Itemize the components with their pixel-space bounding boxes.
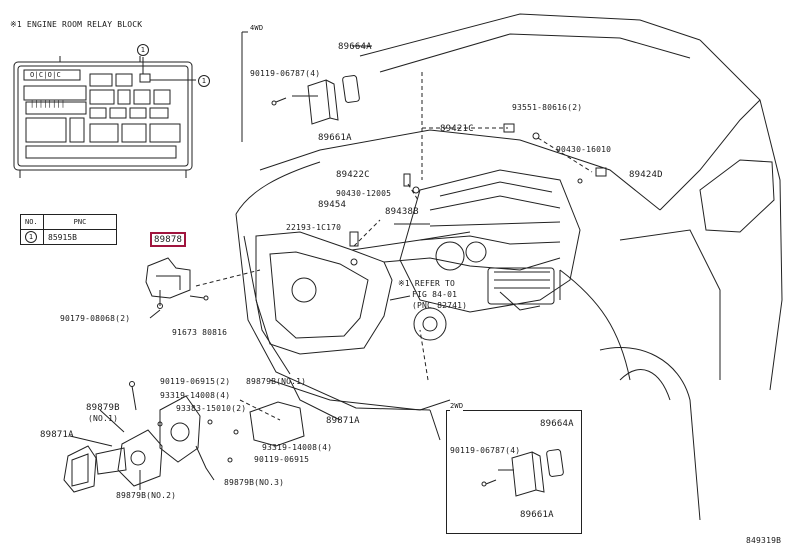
figure-code: 849319B (746, 536, 782, 545)
ecu-top-drawing (271, 75, 360, 125)
legend-row-no: 1 (20, 229, 44, 245)
variant-2wd-box (446, 410, 582, 534)
relay-block-drawing (13, 56, 196, 178)
relay-block-fuse-row: O|C|O|C (30, 71, 61, 79)
part-89421C[interactable]: 89421C (440, 124, 474, 134)
legend-header-no: NO. (20, 214, 44, 230)
legend-table: NO. PNC 1 85915B (20, 214, 117, 245)
part-90119-06787-top[interactable]: 90119-06787(4) (250, 69, 321, 78)
part-90119-06787-bottom[interactable]: 90119-06787(4) (450, 446, 521, 455)
legend-row: 1 85915B (20, 229, 117, 245)
part-89661A-top[interactable]: 89661A (318, 133, 352, 143)
part-89664A-top[interactable]: 89664A (338, 42, 372, 52)
legend-header-pnc: PNC (43, 214, 117, 230)
part-89879B-no3[interactable]: 89879B(NO.3) (224, 478, 285, 487)
variant-2wd: 2WD (450, 402, 464, 411)
callout-1-top: 1 (137, 44, 149, 56)
part-90119-06915-2[interactable]: 90119-06915(2) (160, 377, 231, 386)
refer-note-line1: ※1 REFER TO (398, 279, 456, 288)
part-93551-80616[interactable]: 93551-80616(2) (512, 103, 583, 112)
part-89424D[interactable]: 89424D (629, 170, 663, 180)
part-89879B-left[interactable]: 89879B (86, 403, 120, 413)
part-93319-14008-b[interactable]: 93319-14008(4) (262, 443, 333, 452)
part-89664A-bottom[interactable]: 89664A (540, 419, 574, 429)
part-90179-08068[interactable]: 90179-08068(2) (60, 314, 131, 323)
engine-drawing (389, 169, 581, 341)
part-93319-14008-a[interactable]: 93319-14008(4) (160, 391, 231, 400)
part-22193-1C170[interactable]: 22193-1C170 (286, 223, 342, 232)
part-89878[interactable]: 89878 (154, 235, 183, 245)
part-89879B-left-no[interactable]: (NO.1) (88, 414, 119, 423)
part-89879B-no1-right[interactable]: 89879B(NO.1) (246, 377, 307, 386)
sensor-89878-drawing (145, 257, 209, 319)
variant-4wd: 4WD (250, 24, 264, 32)
part-93383-15010[interactable]: 93383-15010(2) (176, 404, 247, 413)
refer-note-line2: FIG 84-01 (412, 290, 458, 299)
relay-block-fuse-row-2: |||||||| (30, 100, 66, 108)
relay-block-title: ※1 ENGINE ROOM RELAY BLOCK (10, 20, 143, 29)
highlighted-part-box[interactable] (150, 232, 186, 247)
part-89871A-left[interactable]: 89871A (40, 430, 74, 440)
lower-assembly-drawing (63, 381, 305, 493)
legend-row-pnc: 85915B (43, 229, 117, 245)
part-89438B[interactable]: 89438B (385, 207, 419, 217)
part-91673-80816[interactable]: 91673 80816 (172, 328, 228, 337)
part-89454[interactable]: 89454 (318, 200, 347, 210)
part-89422C[interactable]: 89422C (336, 170, 370, 180)
callout-1-right: 1 (198, 75, 210, 87)
ecu-bottom-drawing (481, 449, 564, 497)
part-90119-06915[interactable]: 90119-06915 (254, 455, 310, 464)
refer-note-line3: (PNC 82741) (412, 301, 468, 310)
part-89661A-bottom[interactable]: 89661A (520, 510, 554, 520)
part-90430-16010[interactable]: 90430-16010 (556, 145, 612, 154)
small-sensor-drawings (349, 123, 607, 266)
part-89871A-right[interactable]: 89871A (326, 416, 360, 426)
part-89879B-no2[interactable]: 89879B(NO.2) (116, 491, 177, 500)
vehicle-body-drawing (235, 13, 783, 521)
part-90430-12005[interactable]: 90430-12005 (336, 189, 392, 198)
legend-header-row: NO. PNC (20, 214, 117, 230)
